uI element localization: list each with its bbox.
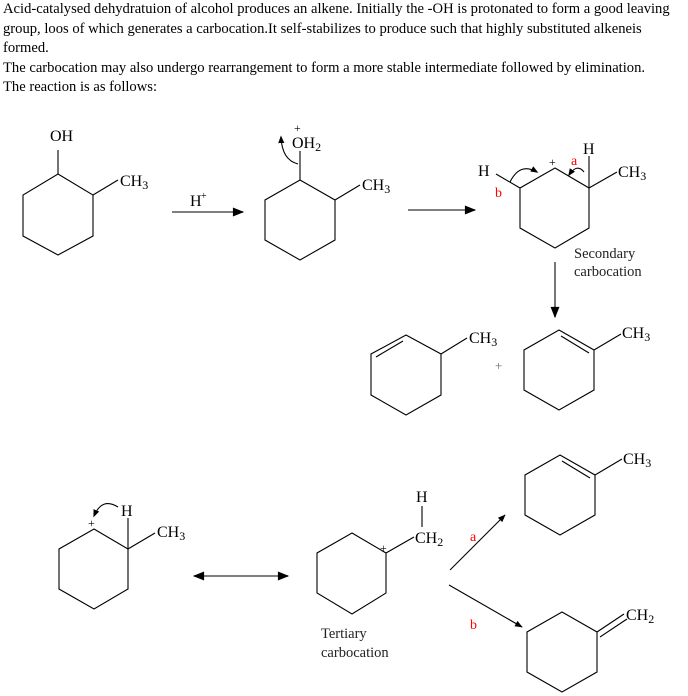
ch3-label: CH [120,173,143,190]
molecule-hydride-shift: + H CH3 [58,503,185,610]
molecule-2-methylcyclohexanol: OH CH3 [22,128,148,256]
molecule-1-methylcyclohexene: CH3 [523,325,650,411]
oh2-label: OH [292,135,316,152]
intro-paragraph-3: The reaction is as follows: [3,79,158,96]
molecule-1-methylcyclohexene-product: CH3 [524,451,651,536]
svg-text:+: + [380,541,387,555]
molecule-tertiary-carbocation: + CH2 H Tertiary carbocation [316,489,443,661]
svg-text:CH3: CH3 [618,164,646,183]
svg-text:CH3: CH3 [622,325,650,344]
tertiary-caption-2: carbocation [321,645,389,661]
molecule-protonated-alcohol: OH2 + CH3 [264,121,390,261]
plus-sign: + [495,358,502,373]
reagent-label: H [190,193,202,210]
curved-arrow-icon [568,167,585,177]
tertiary-caption-1: Tertiary [321,626,367,642]
protonation-arrow: H + [172,191,245,217]
svg-text:a: a [470,530,477,545]
svg-text:CH3: CH3 [362,177,390,196]
secondary-caption-2: carbocation [574,264,642,280]
secondary-caption-1: Secondary [574,246,636,262]
svg-text:H: H [121,503,133,520]
path-label-a: a [571,154,578,169]
oxonium-charge: + [294,121,301,135]
reagent-charge: + [201,191,207,202]
svg-text:OH2: OH2 [292,135,321,154]
curved-arrow-icon [93,503,119,518]
molecule-3-methylcyclohexene: CH3 [370,330,497,416]
svg-text:H: H [478,163,490,180]
path-a-arrow [449,514,506,571]
intro-text: Acid-catalysed dehydratuion of alcohol p… [3,0,687,98]
oh-label: OH [50,128,74,145]
svg-text:CH2: CH2 [626,607,654,626]
curved-arrow-icon [509,166,539,183]
svg-text:CH3: CH3 [120,173,148,192]
svg-text:H: H [583,141,595,158]
intro-paragraph-1: Acid-catalysed dehydratuion of alcohol p… [3,1,670,57]
svg-text:+: + [88,516,95,530]
carbocation-charge: + [549,155,556,169]
svg-text:CH3: CH3 [623,451,651,470]
svg-text:CH3: CH3 [469,330,497,349]
svg-text:CH3: CH3 [157,524,185,543]
svg-text:CH2: CH2 [415,530,443,549]
path-b-arrow [448,584,523,628]
molecule-secondary-carbocation: H b + H CH3 a Secondary carbocation [478,141,646,280]
curved-arrow-icon [278,135,299,165]
intro-paragraph-2: The carbocation may also undergo rearran… [3,59,646,76]
molecule-methylenecyclohexane: CH2 [526,607,654,693]
path-label-b: b [495,186,502,201]
svg-text:b: b [470,618,477,633]
svg-text:H: H [416,489,428,506]
